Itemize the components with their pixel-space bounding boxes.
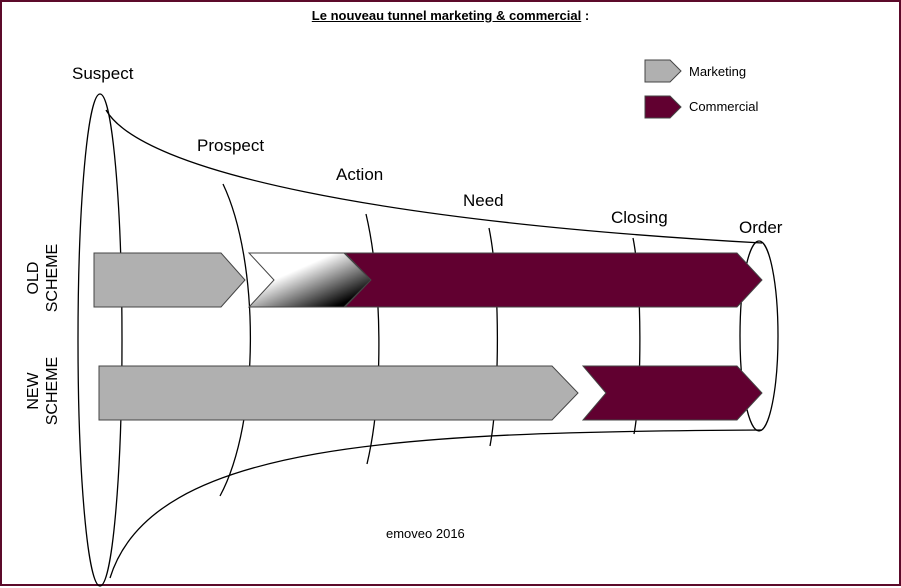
funnel-bottom-curve [109,429,763,579]
need-divider [488,227,499,447]
new-commercial-arrow [581,365,763,421]
old-scheme-label: OLD SCHEME [24,238,62,318]
new-marketing-arrow [98,365,579,421]
stage-order: Order [739,218,783,237]
old-commercial-arrow [343,252,763,308]
legend-marketing-label: Marketing [689,64,747,79]
old-scheme-line1: OLD [25,261,42,295]
legend-marketing-swatch [644,59,682,83]
old-scheme-line2: SCHEME [44,243,61,313]
new-scheme-line2: SCHEME [44,356,61,426]
funnel-top-curve [105,109,763,244]
stage-prospect: Prospect [197,136,265,155]
legend-commercial-swatch [644,95,682,119]
legend-commercial-label: Commercial [689,99,759,114]
stage-suspect: Suspect [72,64,134,83]
new-scheme-line1: NEW [25,372,42,410]
new-scheme-label: NEW SCHEME [24,351,62,431]
funnel-mouth-ellipse [77,93,123,587]
title-text: Le nouveau tunnel marketing & commercial [311,8,582,23]
stage-closing: Closing [611,208,668,227]
old-marketing-arrow [93,252,246,308]
old-transition-arrow [247,252,372,308]
action-divider [365,213,380,465]
diagram-title: Le nouveau tunnel marketing & commercial… [2,8,899,23]
prospect-divider [219,183,252,497]
title-colon: : [584,8,590,23]
stage-action: Action [336,165,384,184]
stage-need: Need [463,191,504,210]
footer-credit: emoveo 2016 [386,526,465,541]
funnel-end-ellipse [739,240,779,432]
